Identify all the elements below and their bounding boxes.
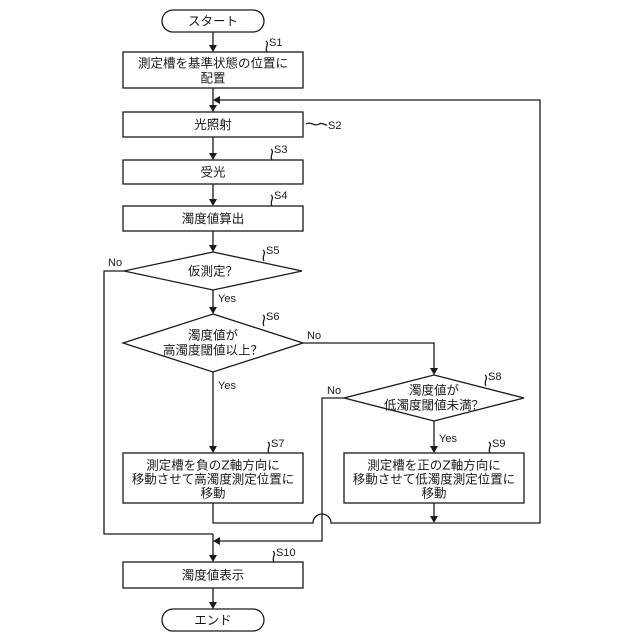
arrow-icon [209, 307, 217, 314]
arrow-icon [209, 105, 217, 112]
decision-s5-id: S5 [266, 245, 279, 257]
s8-no-label: No [327, 385, 341, 397]
step-s4-id: S4 [274, 190, 287, 202]
decision-s6-id: S6 [266, 311, 279, 323]
step-s7-line2: 移動させて高濁度測定位置に [132, 472, 295, 487]
decision-s8-line2: 低濁度閾値未満？ [384, 398, 484, 413]
decision-s6-line1: 濁度値が [188, 328, 239, 343]
step-s1-id: S1 [269, 37, 282, 49]
step-s2-id: S2 [328, 120, 341, 132]
start-terminal: スタート [162, 10, 264, 32]
step-s7-line3: 移動 [200, 486, 225, 501]
step-s7-id: S7 [271, 438, 284, 450]
decision-s8-id: S8 [488, 371, 501, 383]
step-s9-line2: 移動させて低濁度測定位置に [353, 472, 516, 487]
s6-no-label: No [307, 330, 321, 342]
arrow-icon [209, 446, 217, 453]
step-s1-line2: 配置 [200, 71, 225, 86]
step-s10-id: S10 [276, 547, 296, 559]
step-s1-line1: 測定槽を基準状態の位置に [138, 56, 288, 71]
step-s3-label: 受光 [200, 165, 225, 180]
step-s4-label: 濁度値算出 [182, 211, 245, 226]
step-s9-id: S9 [492, 438, 505, 450]
decision-s8-line1: 濁度値が [409, 383, 460, 398]
step-s10-label: 濁度値表示 [182, 568, 245, 583]
arrow-icon [430, 368, 438, 375]
arrow-icon [209, 45, 217, 52]
step-s2: 光照射 S2 [123, 112, 341, 137]
step-s9-line3: 移動 [421, 486, 446, 501]
step-s2-label: 光照射 [194, 117, 232, 132]
arrow-icon [209, 199, 217, 206]
arrow-icon [430, 446, 438, 453]
s8-yes-label: Yes [439, 433, 457, 445]
s5-no-label: No [108, 257, 122, 269]
arrow-icon [213, 537, 220, 545]
step-s3-id: S3 [274, 144, 287, 156]
decision-s6-line2: 高濁度閾値以上？ [163, 343, 263, 358]
step-s7-line1: 測定槽を負のZ軸方向に [146, 458, 280, 473]
decision-s8: 濁度値が 低濁度閾値未満？ S8 [344, 371, 524, 421]
start-label: スタート [188, 14, 238, 29]
end-terminal: エンド [162, 609, 264, 631]
arrow-icon [209, 602, 217, 609]
arrow-icon [209, 555, 217, 562]
arrow-icon [430, 516, 438, 523]
s6-yes-label: Yes [218, 380, 236, 392]
decision-s5: 仮測定？ S5 [124, 245, 302, 290]
arrow-icon [213, 96, 220, 104]
decision-s5-label: 仮測定？ [188, 264, 238, 279]
arrow-icon [209, 245, 217, 252]
s5-yes-label: Yes [218, 293, 236, 305]
end-label: エンド [194, 613, 232, 628]
step-s9-line1: 測定槽を正のZ軸方向に [367, 458, 501, 473]
arrow-icon [209, 153, 217, 160]
decision-s6: 濁度値が 高濁度閾値以上？ S6 [123, 311, 303, 372]
